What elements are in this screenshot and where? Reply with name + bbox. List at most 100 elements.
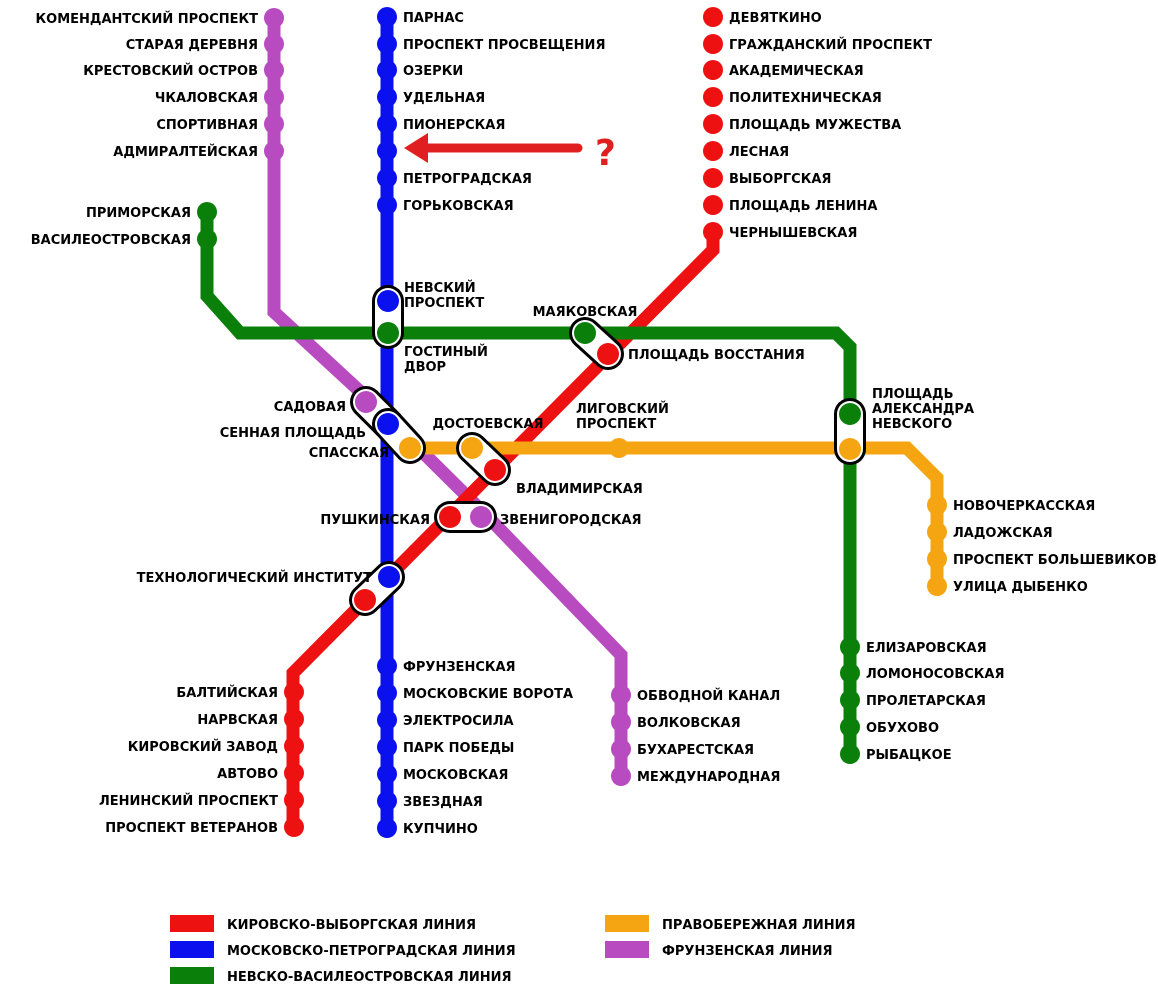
station-zvenigorodskaya	[470, 506, 492, 528]
question-mark: ?	[595, 133, 616, 174]
station-label-primorskaya: ПРИМОРСКАЯ	[86, 206, 191, 221]
station-label-avtovo: АВТОВО	[217, 767, 278, 782]
station-admiralteyskaya	[264, 141, 284, 161]
station-label-zvezdnaya: ЗВЕЗДНАЯ	[403, 795, 483, 810]
station-label-spasskaya: СПАССКАЯ	[309, 446, 389, 461]
station-label-proletarskaya: ПРОЛЕТАРСКАЯ	[866, 694, 986, 709]
legend: КИРОВСКО-ВЫБОРГСКАЯ ЛИНИЯ МОСКОВСКО-ПЕТРО…	[170, 915, 855, 985]
station-baltiyskaya	[284, 682, 304, 702]
station-label-staraya: СТАРАЯ ДЕРЕВНЯ	[126, 38, 258, 53]
station-novocherkasskaya	[927, 495, 947, 515]
station-label-veteranov: ПРОСПЕКТ ВЕТЕРАНОВ	[105, 821, 278, 836]
station-label-leninsky: ЛЕНИНСКИЙ ПРОСПЕКТ	[99, 793, 278, 809]
station-label-alnevsky_g: НЕВСКОГО	[872, 417, 952, 432]
legend-swatch-purple	[605, 941, 649, 958]
station-lenina	[703, 195, 723, 215]
metro-lines	[200, 17, 944, 828]
station-mayakovskaya	[574, 322, 596, 344]
station-zvezdnaya	[377, 791, 397, 811]
station-tech_red	[354, 589, 376, 611]
station-tech_blue	[378, 566, 400, 588]
station-dybenko	[927, 576, 947, 596]
station-alnevsky_o	[839, 438, 861, 460]
station-volkovskaya	[611, 712, 631, 732]
station-moskovskie	[377, 683, 397, 703]
legend-label-red: КИРОВСКО-ВЫБОРГСКАЯ ЛИНИЯ	[227, 918, 476, 933]
station-label-obukhovo: ОБУХОВО	[866, 721, 939, 736]
station-elektrosila	[377, 710, 397, 730]
station-muzhestva	[703, 114, 723, 134]
station-label-novocherkasskaya: НОВОЧЕРКАССКАЯ	[953, 499, 1095, 514]
station-dostoevskaya	[461, 437, 483, 459]
station-moskovskaya	[377, 764, 397, 784]
track-purple	[267, 18, 628, 776]
station-label-park: ПАРК ПОБЕДЫ	[403, 741, 514, 756]
station-gorkovskaya	[377, 195, 397, 215]
station-label-dostoevskaya: ДОСТОЕВСКАЯ	[432, 417, 543, 432]
station-label-zvenigorodskaya: ЗВЕНИГОРОДСКАЯ	[500, 513, 642, 528]
station-mezhdunarodnaya	[611, 766, 631, 786]
station-ozerki	[377, 60, 397, 80]
station-grazhdansky	[703, 34, 723, 54]
station-label-pionerskaya: ПИОНЕРСКАЯ	[403, 118, 505, 133]
station-label-ozerki: ОЗЕРКИ	[403, 64, 463, 79]
station-nevsky	[377, 290, 399, 312]
station-label-dybenko: УЛИЦА ДЫБЕНКО	[953, 580, 1088, 595]
station-elizarovskaya	[840, 637, 860, 657]
station-label-tech_blue: ТЕХНОЛОГИЧЕСКИЙ ИНСТИТУТ	[137, 570, 372, 586]
station-label-elektrosila: ЭЛЕКТРОСИЛА	[403, 714, 514, 729]
station-label-elizarovskaya: ЕЛИЗАРОВСКАЯ	[866, 641, 987, 656]
station-label-sportivnaya: СПОРТИВНАЯ	[156, 118, 258, 133]
station-label-krestovsky: КРЕСТОВСКИЙ ОСТРОВ	[83, 63, 258, 79]
station-komendantsky	[264, 8, 284, 28]
station-polytech	[703, 87, 723, 107]
legend-swatch-green	[170, 967, 214, 984]
station-label-moskovskie: МОСКОВСКИЕ ВОРОТА	[403, 687, 573, 702]
station-label-muzhestva: ПЛОЩАДЬ МУЖЕСТВА	[729, 118, 901, 133]
station-vladimirskaya	[484, 459, 506, 481]
station-rybatskoe	[840, 744, 860, 764]
station-label-lenina: ПЛОЩАДЬ ЛЕНИНА	[729, 199, 877, 214]
station-lomonosovskaya	[840, 663, 860, 683]
station-label-lesnaya: ЛЕСНАЯ	[729, 145, 789, 160]
station-kirovsky	[284, 736, 304, 756]
station-devyatkino	[703, 7, 723, 27]
station-akademicheskaya	[703, 60, 723, 80]
station-label-polytech: ПОЛИТЕХНИЧЕСКАЯ	[729, 91, 882, 106]
legend-swatch-blue	[170, 941, 214, 958]
station-label-alnevsky_g: АЛЕКСАНДРА	[872, 402, 974, 417]
station-ligovsky	[609, 438, 629, 458]
station-label-gorkovskaya: ГОРЬКОВСКАЯ	[403, 199, 514, 214]
station-alnevsky_g	[839, 403, 861, 425]
station-avtovo	[284, 763, 304, 783]
station-label-petrogradskaya: ПЕТРОГРАДСКАЯ	[403, 172, 532, 187]
station-prosveshcheniya	[377, 34, 397, 54]
station-primorskaya	[197, 202, 217, 222]
station-ladozhskaya	[927, 522, 947, 542]
station-lesnaya	[703, 141, 723, 161]
station-label-gostiny: ГОСТИНЫЙ	[404, 344, 488, 360]
station-kupchino	[377, 818, 397, 838]
station-sennaya	[377, 413, 399, 435]
station-bukharestskaya	[611, 739, 631, 759]
station-spasskaya	[399, 437, 421, 459]
station-frunzenskaya	[377, 656, 397, 676]
legend-label-blue: МОСКОВСКО-ПЕТРОГРАДСКАЯ ЛИНИЯ	[227, 944, 516, 959]
station-label-ligovsky: ПРОСПЕКТ	[576, 417, 656, 432]
station-petrogradskaya	[377, 168, 397, 188]
station-label-frunzenskaya: ФРУНЗЕНСКАЯ	[403, 660, 516, 675]
station-label-vasileostrovskaya: ВАСИЛЕОСТРОВСКАЯ	[31, 233, 191, 248]
station-park	[377, 737, 397, 757]
stations	[197, 7, 947, 838]
station-vyborgskaya	[703, 168, 723, 188]
station-label-vyborgskaya: ВЫБОРГСКАЯ	[729, 172, 831, 187]
legend-label-purple: ФРУНЗЕНСКАЯ ЛИНИЯ	[662, 944, 833, 959]
station-label-alnevsky_g: ПЛОЩАДЬ	[872, 387, 954, 402]
station-label-moskovskaya: МОСКОВСКАЯ	[403, 768, 508, 783]
station-label-sadovaya: САДОВАЯ	[274, 400, 346, 415]
station-obvodny	[611, 685, 631, 705]
station-sportivnaya	[264, 114, 284, 134]
station-vosstaniya	[597, 343, 619, 365]
station-bolshevikov	[927, 549, 947, 569]
